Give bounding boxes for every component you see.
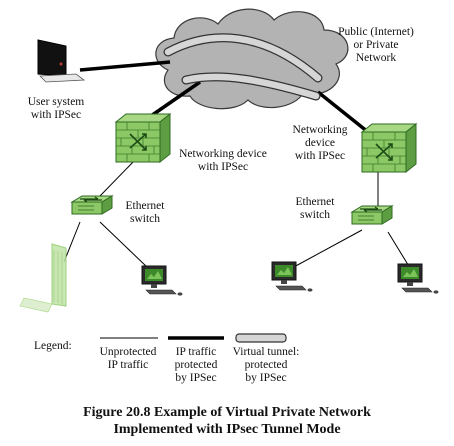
- lan-left-switch-pc: [99, 221, 149, 269]
- left-switch-label: Ethernet switch: [125, 200, 165, 225]
- right-switch-label: Ethernet switch: [295, 196, 335, 221]
- tunnel-lower-fill: [182, 73, 320, 100]
- left-networking-device-label: Networking device with IPSec: [179, 148, 267, 173]
- lan-left-switch-laptop: [63, 221, 81, 263]
- right-pc-right-icon: [397, 263, 439, 295]
- left-networking-device-icon: [115, 113, 171, 163]
- right-networking-device-label: Networking device with IPSec: [292, 124, 348, 162]
- lan-left-device-switch: [99, 159, 136, 197]
- link-user-cloud: [79, 60, 171, 72]
- lan-right-switch-pc-left: [291, 229, 363, 269]
- legend-unprotected-label: Unprotected IP traffic: [99, 346, 157, 371]
- legend-tunnel-label: Virtual tunnel: protected by IPSec: [232, 346, 300, 384]
- link-right-device-cloud: [316, 90, 370, 134]
- user-system-label: User system with IPSec: [27, 96, 85, 121]
- cloud-label: Public (Internet) or Private Network: [338, 26, 414, 64]
- network-cloud: [155, 8, 349, 110]
- user-system-icon: [37, 39, 86, 83]
- figure-caption: Figure 20.8 Example of Virtual Private N…: [83, 405, 371, 437]
- tunnel-upper-fill: [164, 34, 322, 82]
- right-ethernet-switch-icon: [351, 205, 393, 225]
- link-left-device-cloud: [147, 80, 201, 120]
- legend-title: Legend:: [34, 340, 72, 352]
- laptop-icon: [19, 243, 67, 313]
- lan-right-switch-pc-right: [387, 231, 411, 269]
- legend-tunnel-sample: [235, 333, 287, 343]
- left-ethernet-switch-icon: [71, 195, 113, 215]
- right-pc-left-icon: [271, 261, 313, 293]
- left-pc-icon: [141, 265, 183, 297]
- right-networking-device-icon: [361, 123, 417, 173]
- legend-protected-label: IP traffic protected by IPSec: [174, 346, 218, 384]
